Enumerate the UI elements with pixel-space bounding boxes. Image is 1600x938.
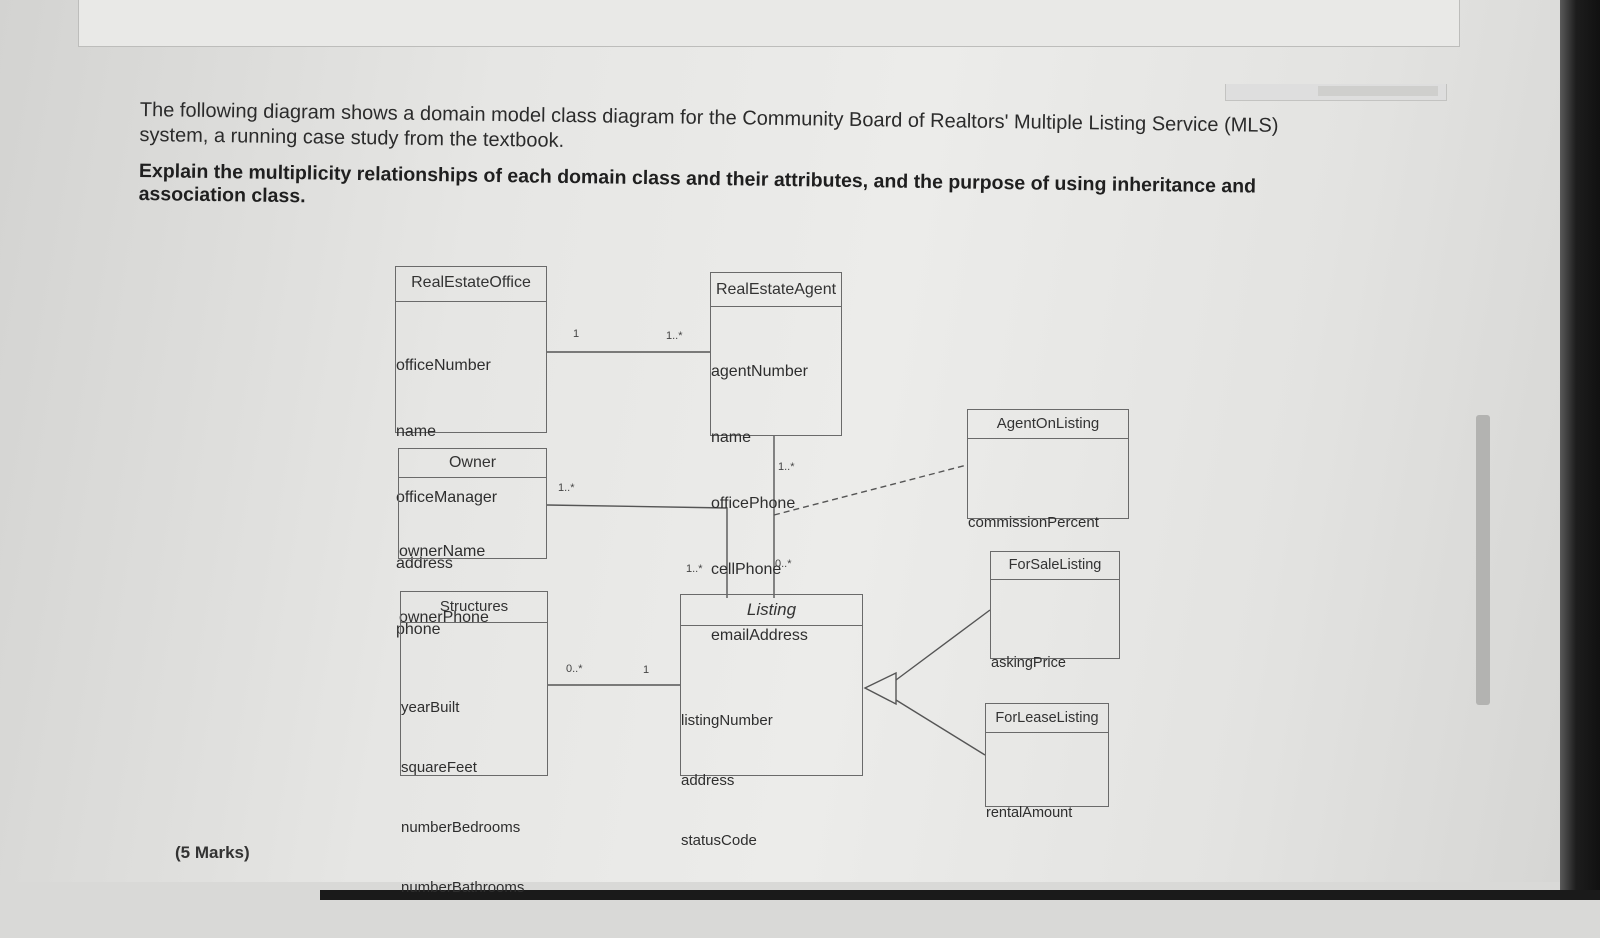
monitor-bezel (1560, 0, 1600, 900)
attribute: address (396, 555, 453, 572)
attribute: numberBathrooms (401, 879, 525, 896)
inheritance-line-forlease (895, 699, 986, 756)
attribute: officePhone (711, 495, 796, 512)
attribute: officeManager (396, 489, 498, 506)
attribute: numberBedrooms (401, 819, 521, 836)
attribute: yearBuilt (401, 699, 460, 716)
attribute: cellPhone (711, 561, 782, 578)
owner-listing-association (546, 504, 728, 598)
generalization-triangle (863, 671, 897, 706)
attribute: officeNumber (396, 357, 491, 374)
uml-connectors (546, 351, 991, 756)
class-name: Structures (401, 592, 547, 623)
multiplicity-label: 1..* (666, 330, 683, 342)
previous-content-panel (78, 0, 1460, 47)
attribute-list: rentalAmount (986, 758, 1072, 868)
attribute: commissionPercent (968, 514, 1099, 531)
attribute-list: askingPrice (991, 608, 1066, 718)
multiplicity-label: 0..* (775, 558, 792, 570)
attribute: emailAddress (711, 627, 808, 644)
attribute: agentNumber (711, 363, 808, 380)
attribute-list: officeNumber name officeManager address … (396, 311, 497, 685)
multiplicity-label: 1 (573, 328, 580, 340)
class-structures: Structures yearBuilt squareFeet numberBe… (400, 591, 548, 896)
attribute: askingPrice (991, 655, 1066, 671)
class-name: AgentOnListing (968, 410, 1128, 439)
multiplicity-label: 1..* (778, 461, 795, 473)
monitor-screen (0, 0, 1560, 882)
vertical-scrollbar[interactable] (1476, 415, 1490, 705)
attribute: squareFeet (401, 759, 477, 776)
attribute: listingNumber (681, 712, 773, 729)
multiplicity-label: 1..* (686, 563, 703, 575)
attribute: name (396, 423, 437, 440)
attribute: ownerName (399, 543, 486, 560)
attribute: address (681, 772, 735, 789)
class-for-sale-listing: ForSaleListing askingPrice (990, 551, 1120, 671)
class-agent-on-listing: AgentOnListing commissionPercent (967, 409, 1129, 531)
class-for-lease-listing: ForLeaseListing rentalAmount (985, 703, 1109, 821)
attribute-list: ownerName ownerPhone (399, 497, 489, 673)
attribute: statusCode (681, 832, 757, 849)
attribute: ownerPhone (399, 609, 489, 626)
attribute-list: listingNumber address statusCode (681, 671, 773, 891)
multiplicity-label: 1 (643, 664, 650, 676)
panel-tab (1225, 84, 1447, 101)
association-class-link (773, 464, 968, 516)
class-name: Owner (399, 449, 546, 478)
class-name: ForLeaseListing (986, 704, 1108, 733)
class-real-estate-office: RealEstateOffice officeNumber name offic… (395, 266, 547, 638)
attribute-list: agentNumber name officePhone cellPhone e… (711, 317, 808, 691)
class-real-estate-agent: RealEstateAgent agentNumber name officeP… (710, 272, 842, 644)
marks-label: (5 Marks) (175, 843, 250, 862)
multiplicity-label: 1..* (558, 482, 575, 494)
attribute: phone (396, 621, 441, 638)
inheritance-line-forsale (895, 609, 991, 681)
attribute-list: commissionPercent (968, 468, 1099, 578)
taskbar-edge (320, 890, 1600, 900)
class-name: RealEstateOffice (396, 267, 546, 302)
multiplicity-label: 0..* (566, 663, 583, 675)
attribute: rentalAmount (986, 805, 1073, 821)
class-name: RealEstateAgent (711, 273, 841, 307)
attribute-list: yearBuilt squareFeet numberBedrooms numb… (401, 658, 524, 938)
class-listing: Listing listingNumber address statusCode (680, 594, 863, 849)
class-owner: Owner ownerName ownerPhone (398, 448, 547, 626)
class-name: Listing (681, 595, 862, 626)
class-name: ForSaleListing (991, 552, 1119, 580)
attribute: name (711, 429, 752, 446)
